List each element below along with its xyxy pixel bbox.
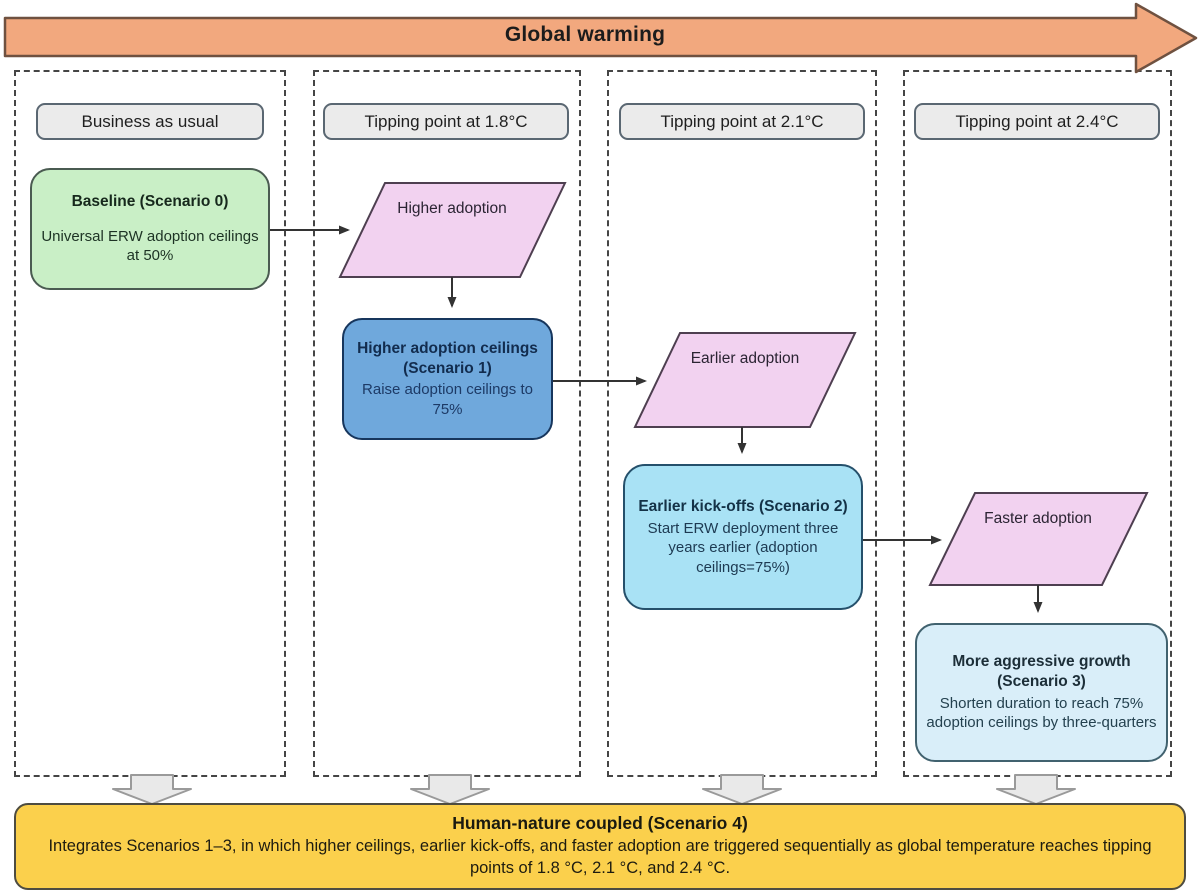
block-down-arrow-column4 <box>996 774 1076 805</box>
trigger-higher-adoption-label: Higher adoption <box>397 200 507 217</box>
scenario4-body: Integrates Scenarios 1–3, in which highe… <box>48 837 1152 877</box>
header-tipping-point-2-1: Tipping point at 2.1°C <box>619 103 865 140</box>
scenario1-title: Higher adoption ceilings (Scenario 1) <box>357 339 538 377</box>
header-tipping-point-2-4: Tipping point at 2.4°C <box>914 103 1160 140</box>
scenario0-body: Universal ERW adoption ceilings at 50% <box>41 227 259 265</box>
trigger-faster-adoption-label: Faster adoption <box>984 510 1092 527</box>
scenario2-body: Start ERW deployment three years earlier… <box>647 519 839 576</box>
scenario2-title: Earlier kick-offs (Scenario 2) <box>638 497 848 515</box>
scenario3-more-aggressive-growth-box: More aggressive growth (Scenario 3) Shor… <box>915 623 1168 762</box>
scenario0-title: Baseline (Scenario 0) <box>71 193 229 211</box>
header-business-as-usual: Business as usual <box>36 103 264 140</box>
scenario1-higher-adoption-ceilings-box: Higher adoption ceilings (Scenario 1) Ra… <box>342 318 553 440</box>
block-down-arrow-column3 <box>702 774 782 805</box>
global-warming-arrow <box>3 2 1198 74</box>
scenario3-body: Shorten duration to reach 75% adoption c… <box>926 694 1157 732</box>
scenario4-human-nature-coupled-box: Human-nature coupled (Scenario 4) Integr… <box>14 803 1186 890</box>
trigger-faster-adoption-parallelogram <box>928 492 1149 586</box>
scenario1-body: Raise adoption ceilings to 75% <box>362 381 533 418</box>
block-down-arrow-column2 <box>410 774 490 805</box>
scenario0-baseline-box: Baseline (Scenario 0) Universal ERW adop… <box>30 168 270 290</box>
header-tipping-point-1-8: Tipping point at 1.8°C <box>323 103 569 140</box>
trigger-earlier-adoption-label: Earlier adoption <box>690 350 800 367</box>
scenario4-title: Human-nature coupled (Scenario 4) <box>452 813 748 834</box>
trigger-higher-adoption-parallelogram <box>338 182 567 278</box>
global-warming-banner-label: Global warming <box>504 23 666 46</box>
scenario3-title: More aggressive growth (Scenario 3) <box>952 653 1131 690</box>
scenario2-earlier-kickoffs-box: Earlier kick-offs (Scenario 2) Start ERW… <box>623 464 863 610</box>
trigger-earlier-adoption-parallelogram <box>633 332 857 428</box>
block-down-arrow-column1 <box>112 774 192 805</box>
